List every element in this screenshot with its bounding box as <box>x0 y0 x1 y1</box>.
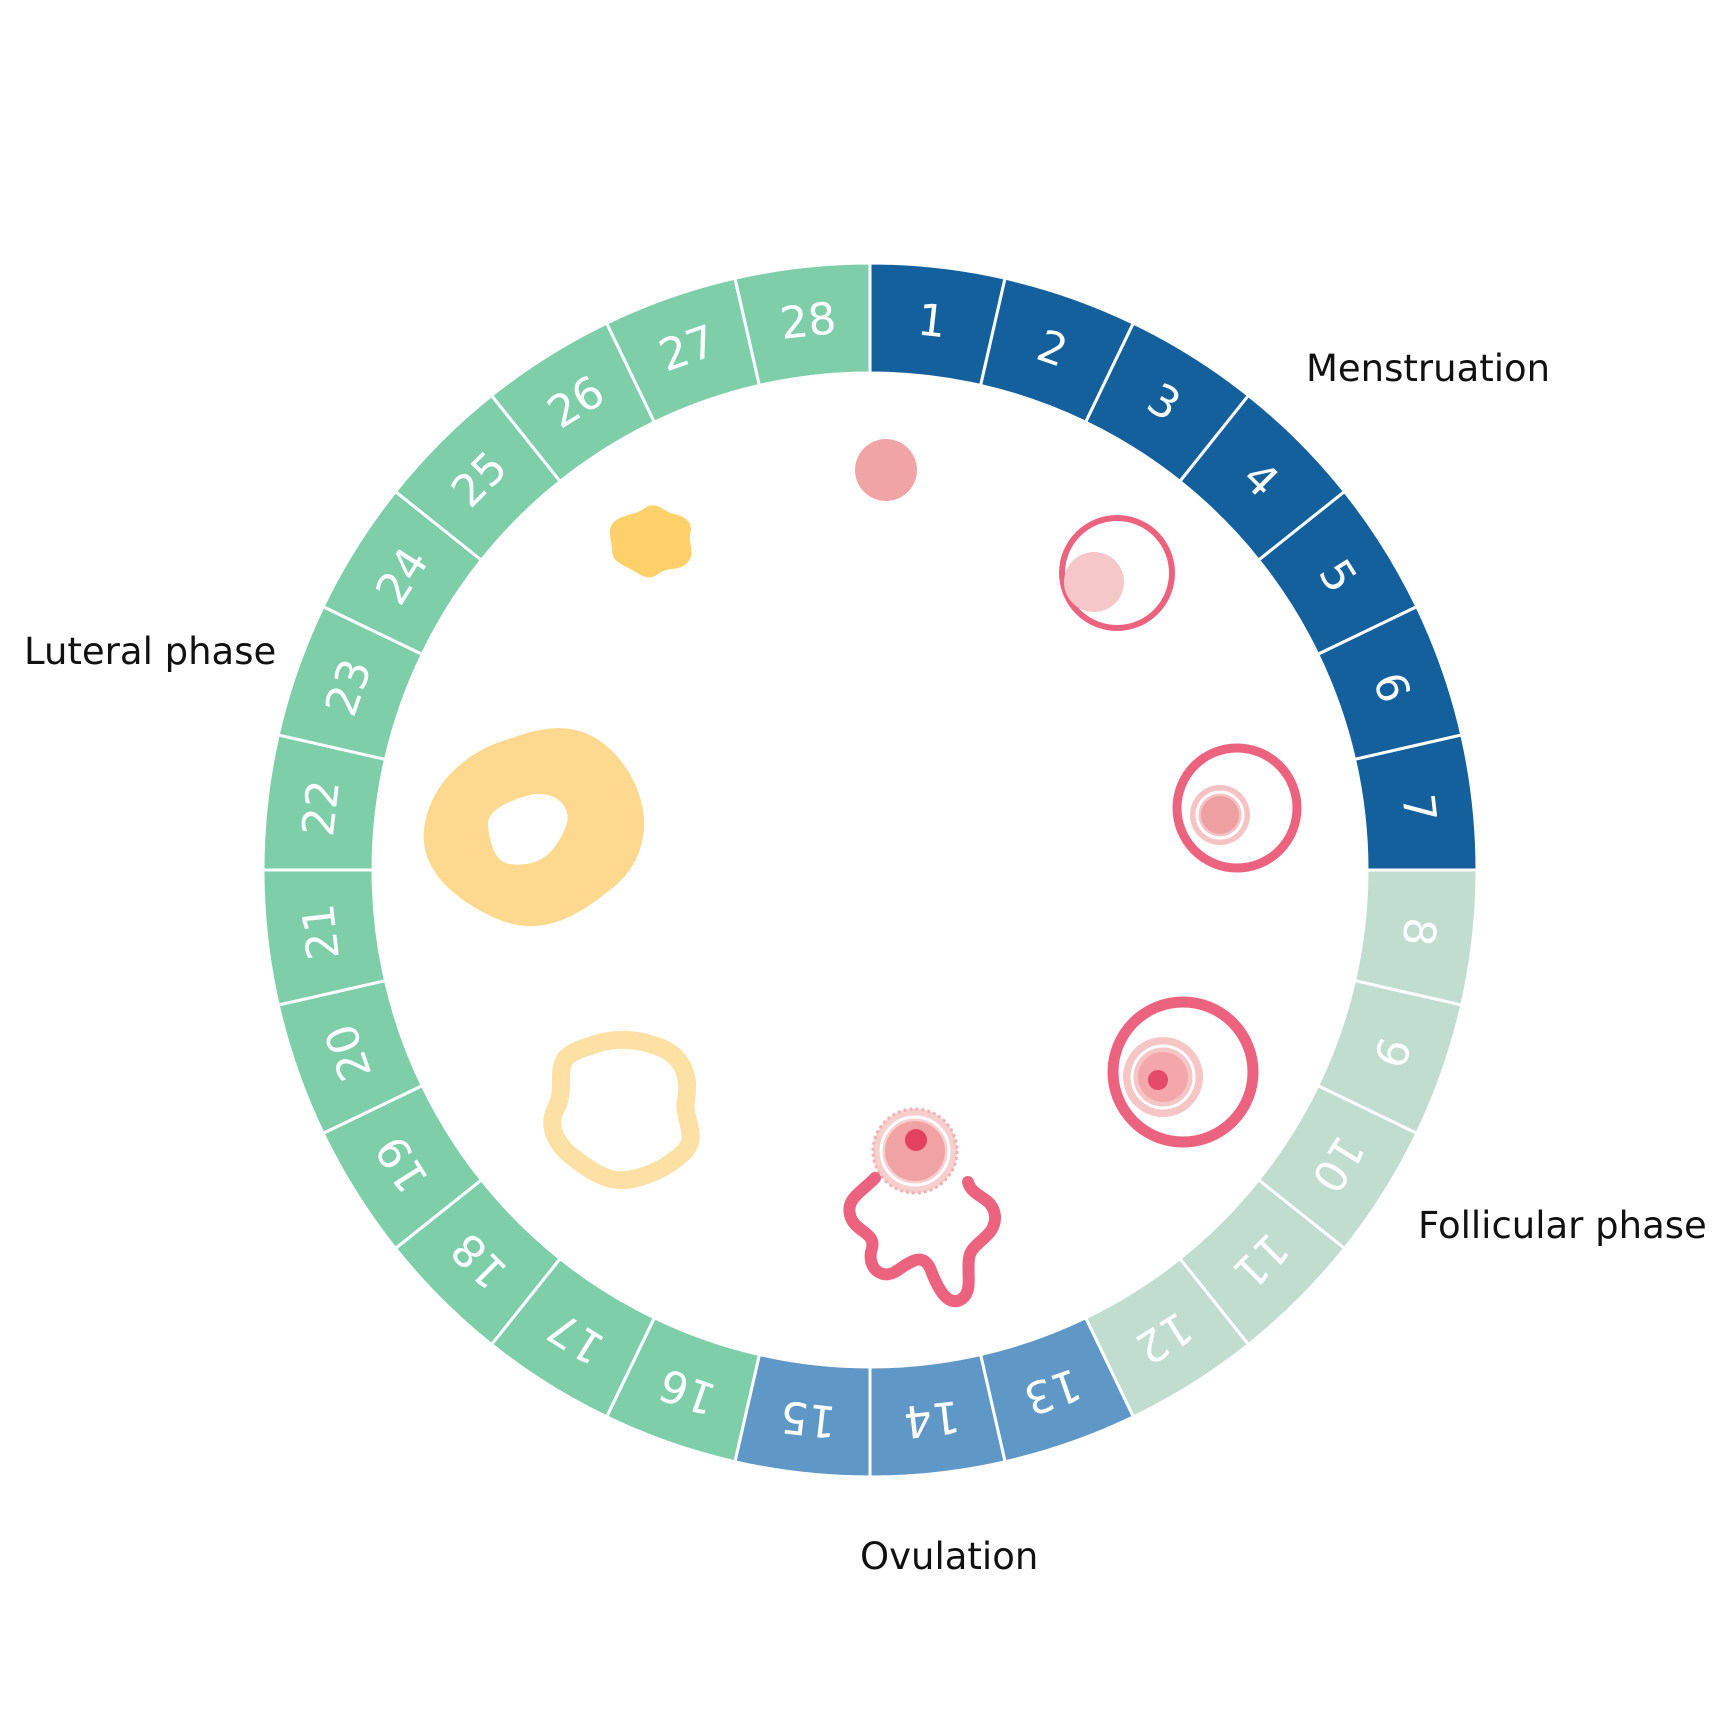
luteal-phase-label: Luteral phase <box>24 630 277 673</box>
primary-follicle-icon <box>1059 515 1175 631</box>
day-label-22: 22 <box>293 778 350 839</box>
released-egg-icon <box>871 1107 959 1195</box>
corpus-luteum-icon <box>423 728 645 927</box>
ovulation-label: Ovulation <box>860 1535 1039 1578</box>
day-segment-28 <box>733 261 872 388</box>
ovary-illustrations <box>423 439 1302 1308</box>
ruptured-follicle-icon <box>843 1172 1001 1308</box>
mature-follicle-icon <box>1107 996 1259 1148</box>
early-corpus-luteum-icon <box>543 1030 700 1190</box>
follicular-phase-label: Follicular phase <box>1418 1204 1707 1247</box>
day-label-1: 1 <box>915 295 949 349</box>
menstruation-label: Menstruation <box>1306 347 1551 390</box>
day-label-8: 8 <box>1392 915 1446 949</box>
corpus-albicans-icon <box>609 505 692 578</box>
day-label-21: 21 <box>293 901 350 962</box>
day-label-7: 7 <box>1392 791 1446 825</box>
primordial-follicle-icon <box>855 439 917 501</box>
day-label-15: 15 <box>778 1390 839 1447</box>
day-label-14: 14 <box>901 1390 962 1447</box>
secondary-follicle-icon <box>1172 743 1302 873</box>
day-label-28: 28 <box>778 293 839 350</box>
